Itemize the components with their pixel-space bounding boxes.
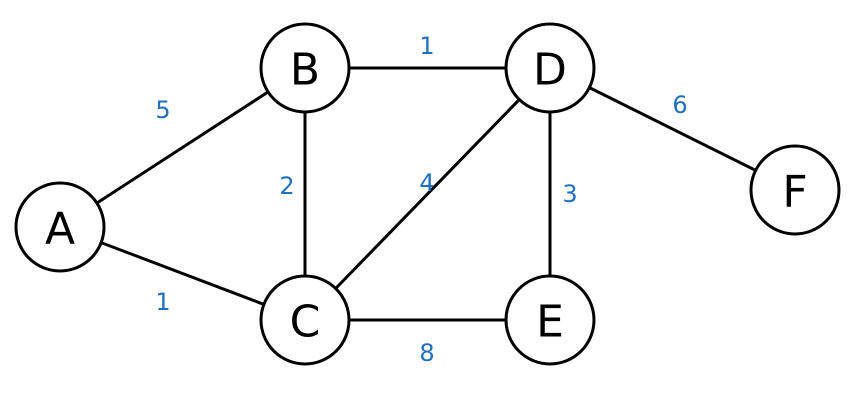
node-label-b: B [290, 45, 320, 96]
node-f: F [749, 144, 841, 236]
node-label-e: E [536, 297, 564, 348]
edge-weight-b-d: 1 [419, 32, 434, 60]
edge-a-b [58, 66, 307, 229]
node-circle-e [504, 274, 596, 366]
edge-weight-b-c: 2 [279, 172, 294, 200]
edge-c-d [303, 66, 552, 322]
node-a: A [14, 181, 106, 273]
edge-weight-c-d: 4 [419, 169, 434, 197]
node-label-f: F [782, 167, 807, 218]
node-label-c: C [290, 297, 321, 348]
node-label-a: A [45, 204, 75, 255]
node-label-d: D [533, 45, 567, 96]
node-circle-a [14, 181, 106, 273]
node-d: D [504, 22, 596, 114]
node-circle-f [749, 144, 841, 236]
node-e: E [504, 274, 596, 366]
nodes-layer: A B C D E F [14, 22, 841, 366]
edge-weight-a-b: 5 [155, 96, 170, 124]
edge-weight-c-e: 8 [419, 339, 434, 367]
edge-weight-a-c: 1 [155, 288, 170, 316]
node-c: C [259, 274, 351, 366]
edge-weight-d-f: 6 [672, 91, 687, 119]
node-b: B [259, 22, 351, 114]
node-circle-d [504, 22, 596, 114]
node-circle-b [259, 22, 351, 114]
edge-weights-layer: 5 1 2 1 4 8 3 6 [155, 32, 687, 367]
node-circle-c [259, 274, 351, 366]
edge-d-f [548, 66, 797, 192]
edge-weight-d-e: 3 [562, 180, 577, 208]
